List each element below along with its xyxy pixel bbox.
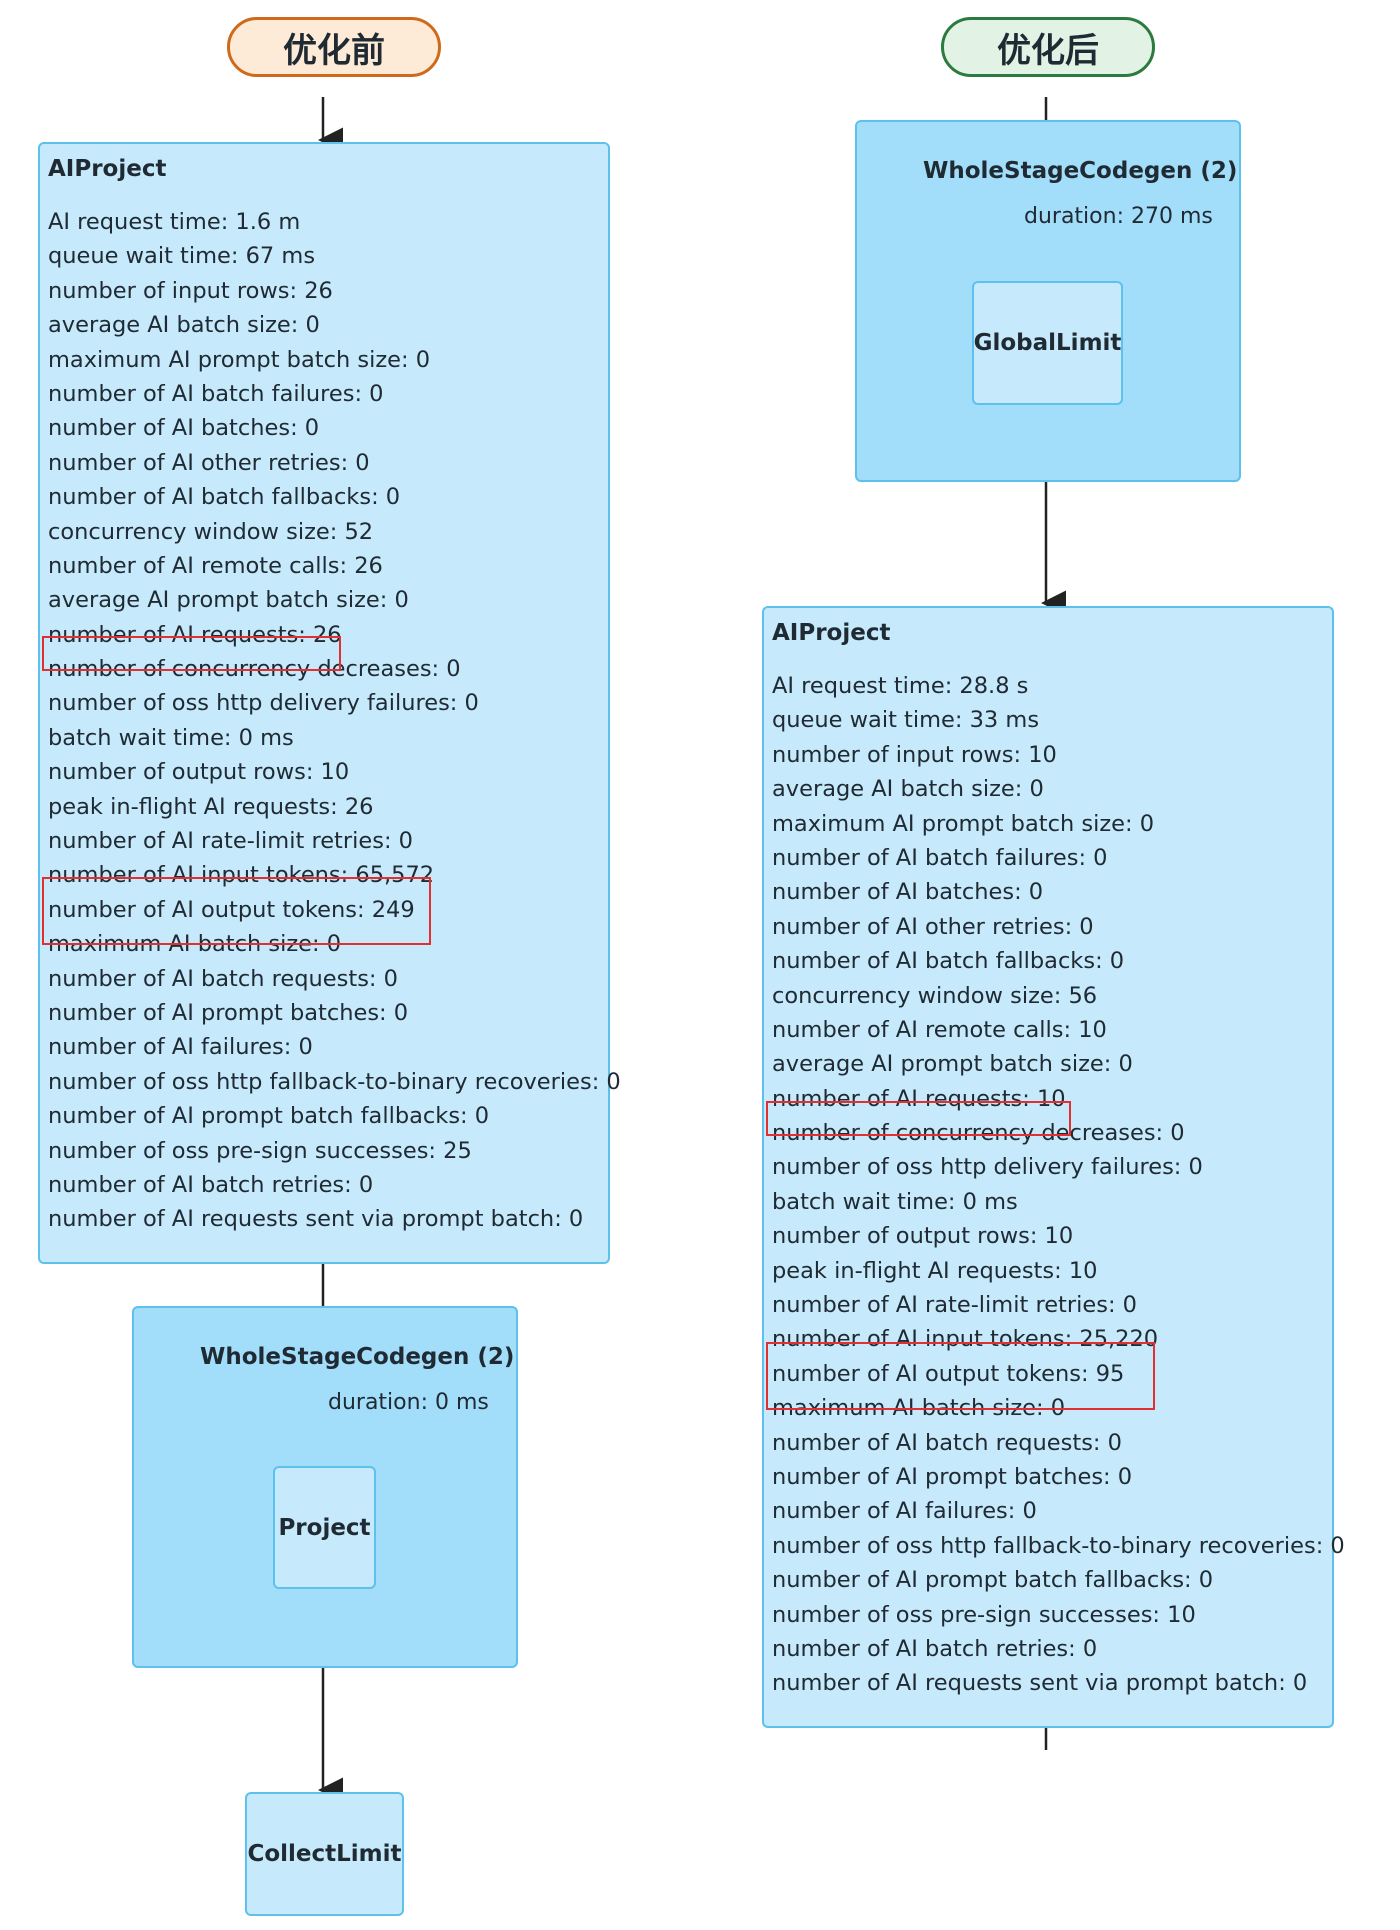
before-metric-line: number of input rows: 26 (48, 277, 333, 304)
before-metric-line: number of AI batches: 0 (48, 415, 320, 442)
after-metric-line: maximum AI prompt batch size: 0 (772, 810, 1155, 837)
before-metric-line: number of AI output tokens: 249 (48, 896, 415, 923)
before-metric-line: average AI batch size: 0 (48, 312, 320, 339)
after-globallimit-node[interactable]: GlobalLimit (972, 281, 1123, 405)
after-metric-line: number of AI requests sent via prompt ba… (772, 1670, 1308, 1697)
before-aiproject-title: AIProject (48, 156, 167, 182)
before-metric-line: maximum AI prompt batch size: 0 (48, 346, 431, 373)
before-metric-line: queue wait time: 67 ms (48, 243, 316, 270)
before-project-node[interactable]: Project (273, 1466, 376, 1589)
after-metric-line: batch wait time: 0 ms (772, 1188, 1018, 1215)
after-wholestage-duration: duration: 270 ms (1024, 204, 1213, 229)
before-metric-line: number of oss pre-sign successes: 25 (48, 1137, 472, 1164)
after-metric-line: number of AI requests: 10 (772, 1085, 1066, 1112)
after-metric-line: queue wait time: 33 ms (772, 707, 1040, 734)
after-metric-line: number of AI batch requests: 0 (772, 1429, 1122, 1456)
before-metric-line: average AI prompt batch size: 0 (48, 587, 409, 614)
before-metric-line: concurrency window size: 52 (48, 518, 374, 545)
after-metric-line: number of oss http fallback-to-binary re… (772, 1532, 1345, 1559)
before-label: 优化前 (227, 17, 441, 77)
after-metric-line: number of AI other retries: 0 (772, 913, 1094, 940)
before-metric-line: number of AI prompt batches: 0 (48, 999, 409, 1026)
after-metric-line: average AI batch size: 0 (772, 776, 1044, 803)
after-metric-line: AI request time: 28.8 s (772, 673, 1029, 699)
before-metric-line: peak in-flight AI requests: 26 (48, 793, 374, 820)
before-metric-line: number of AI other retries: 0 (48, 449, 370, 476)
before-collectlimit-node[interactable]: CollectLimit (245, 1792, 404, 1916)
after-metric-line: concurrency window size: 56 (772, 982, 1098, 1009)
before-metric-line: number of AI prompt batch fallbacks: 0 (48, 1103, 490, 1130)
before-metric-line: number of AI batch fallbacks: 0 (48, 484, 401, 511)
before-metric-line: number of AI rate-limit retries: 0 (48, 828, 413, 855)
after-metric-line: number of oss pre-sign successes: 10 (772, 1601, 1196, 1628)
before-metric-line: number of oss http delivery failures: 0 (48, 690, 479, 717)
after-metric-line: number of AI prompt batch fallbacks: 0 (772, 1567, 1214, 1594)
before-metric-line: number of AI remote calls: 26 (48, 552, 383, 579)
before-metric-line: number of AI input tokens: 65,572 (48, 862, 435, 889)
after-highlight-tokens (766, 1342, 1155, 1410)
before-wholestage-duration: duration: 0 ms (328, 1390, 489, 1415)
before-metric-line: number of AI requests sent via prompt ba… (48, 1206, 584, 1233)
after-metric-line: number of AI batch retries: 0 (772, 1635, 1098, 1662)
after-metric-line: average AI prompt batch size: 0 (772, 1051, 1133, 1078)
before-metric-line: number of AI batch requests: 0 (48, 965, 398, 992)
after-metric-line: peak in-flight AI requests: 10 (772, 1257, 1098, 1284)
before-wholestage-node[interactable]: WholeStageCodegen (2) duration: 0 ms (132, 1306, 518, 1668)
after-aiproject-title: AIProject (772, 620, 891, 646)
after-metric-line: number of input rows: 10 (772, 741, 1057, 768)
after-metric-line: number of AI rate-limit retries: 0 (772, 1292, 1137, 1319)
after-metric-line: number of AI input tokens: 25,220 (772, 1326, 1159, 1353)
after-highlight-requests (766, 1101, 1071, 1136)
after-metric-line: number of AI batch fallbacks: 0 (772, 948, 1125, 975)
before-metric-line: number of AI batch retries: 0 (48, 1171, 374, 1198)
after-aiproject-metrics: AI request time: 28.8 s queue wait time: … (772, 669, 1345, 1701)
before-aiproject-metrics: AI request time: 1.6 m queue wait time: 6… (48, 205, 621, 1237)
before-metric-line: AI request time: 1.6 m (48, 209, 301, 235)
before-highlight-requests (42, 636, 341, 671)
before-wholestage-title: WholeStageCodegen (2) (200, 1344, 515, 1370)
after-aiproject-node[interactable]: AIProject AI request time: 28.8 s queue w… (762, 606, 1345, 1728)
after-metric-line: number of AI batches: 0 (772, 879, 1044, 906)
before-metric-line: number of AI requests: 26 (48, 621, 342, 648)
before-highlight-tokens (42, 877, 431, 945)
before-metric-line: number of output rows: 10 (48, 759, 350, 786)
after-label: 优化后 (941, 17, 1155, 77)
after-metric-line: number of AI batch failures: 0 (772, 844, 1108, 871)
after-metric-line: number of output rows: 10 (772, 1223, 1074, 1250)
before-metric-line: batch wait time: 0 ms (48, 724, 294, 751)
after-wholestage-title: WholeStageCodegen (2) (923, 158, 1238, 184)
before-metric-line: number of AI failures: 0 (48, 1034, 313, 1061)
before-metric-line: number of oss http fallback-to-binary re… (48, 1068, 621, 1095)
after-metric-line: number of AI failures: 0 (772, 1498, 1037, 1525)
before-metric-line: number of AI batch failures: 0 (48, 380, 384, 407)
after-metric-line: number of oss http delivery failures: 0 (772, 1154, 1203, 1181)
after-metric-line: number of AI prompt batches: 0 (772, 1463, 1133, 1490)
after-metric-line: number of AI output tokens: 95 (772, 1360, 1125, 1387)
after-metric-line: number of AI remote calls: 10 (772, 1016, 1107, 1043)
after-metric-line: number of concurrency decreases: 0 (772, 1120, 1185, 1147)
before-aiproject-node[interactable]: AIProject AI request time: 1.6 m queue wa… (38, 142, 621, 1264)
